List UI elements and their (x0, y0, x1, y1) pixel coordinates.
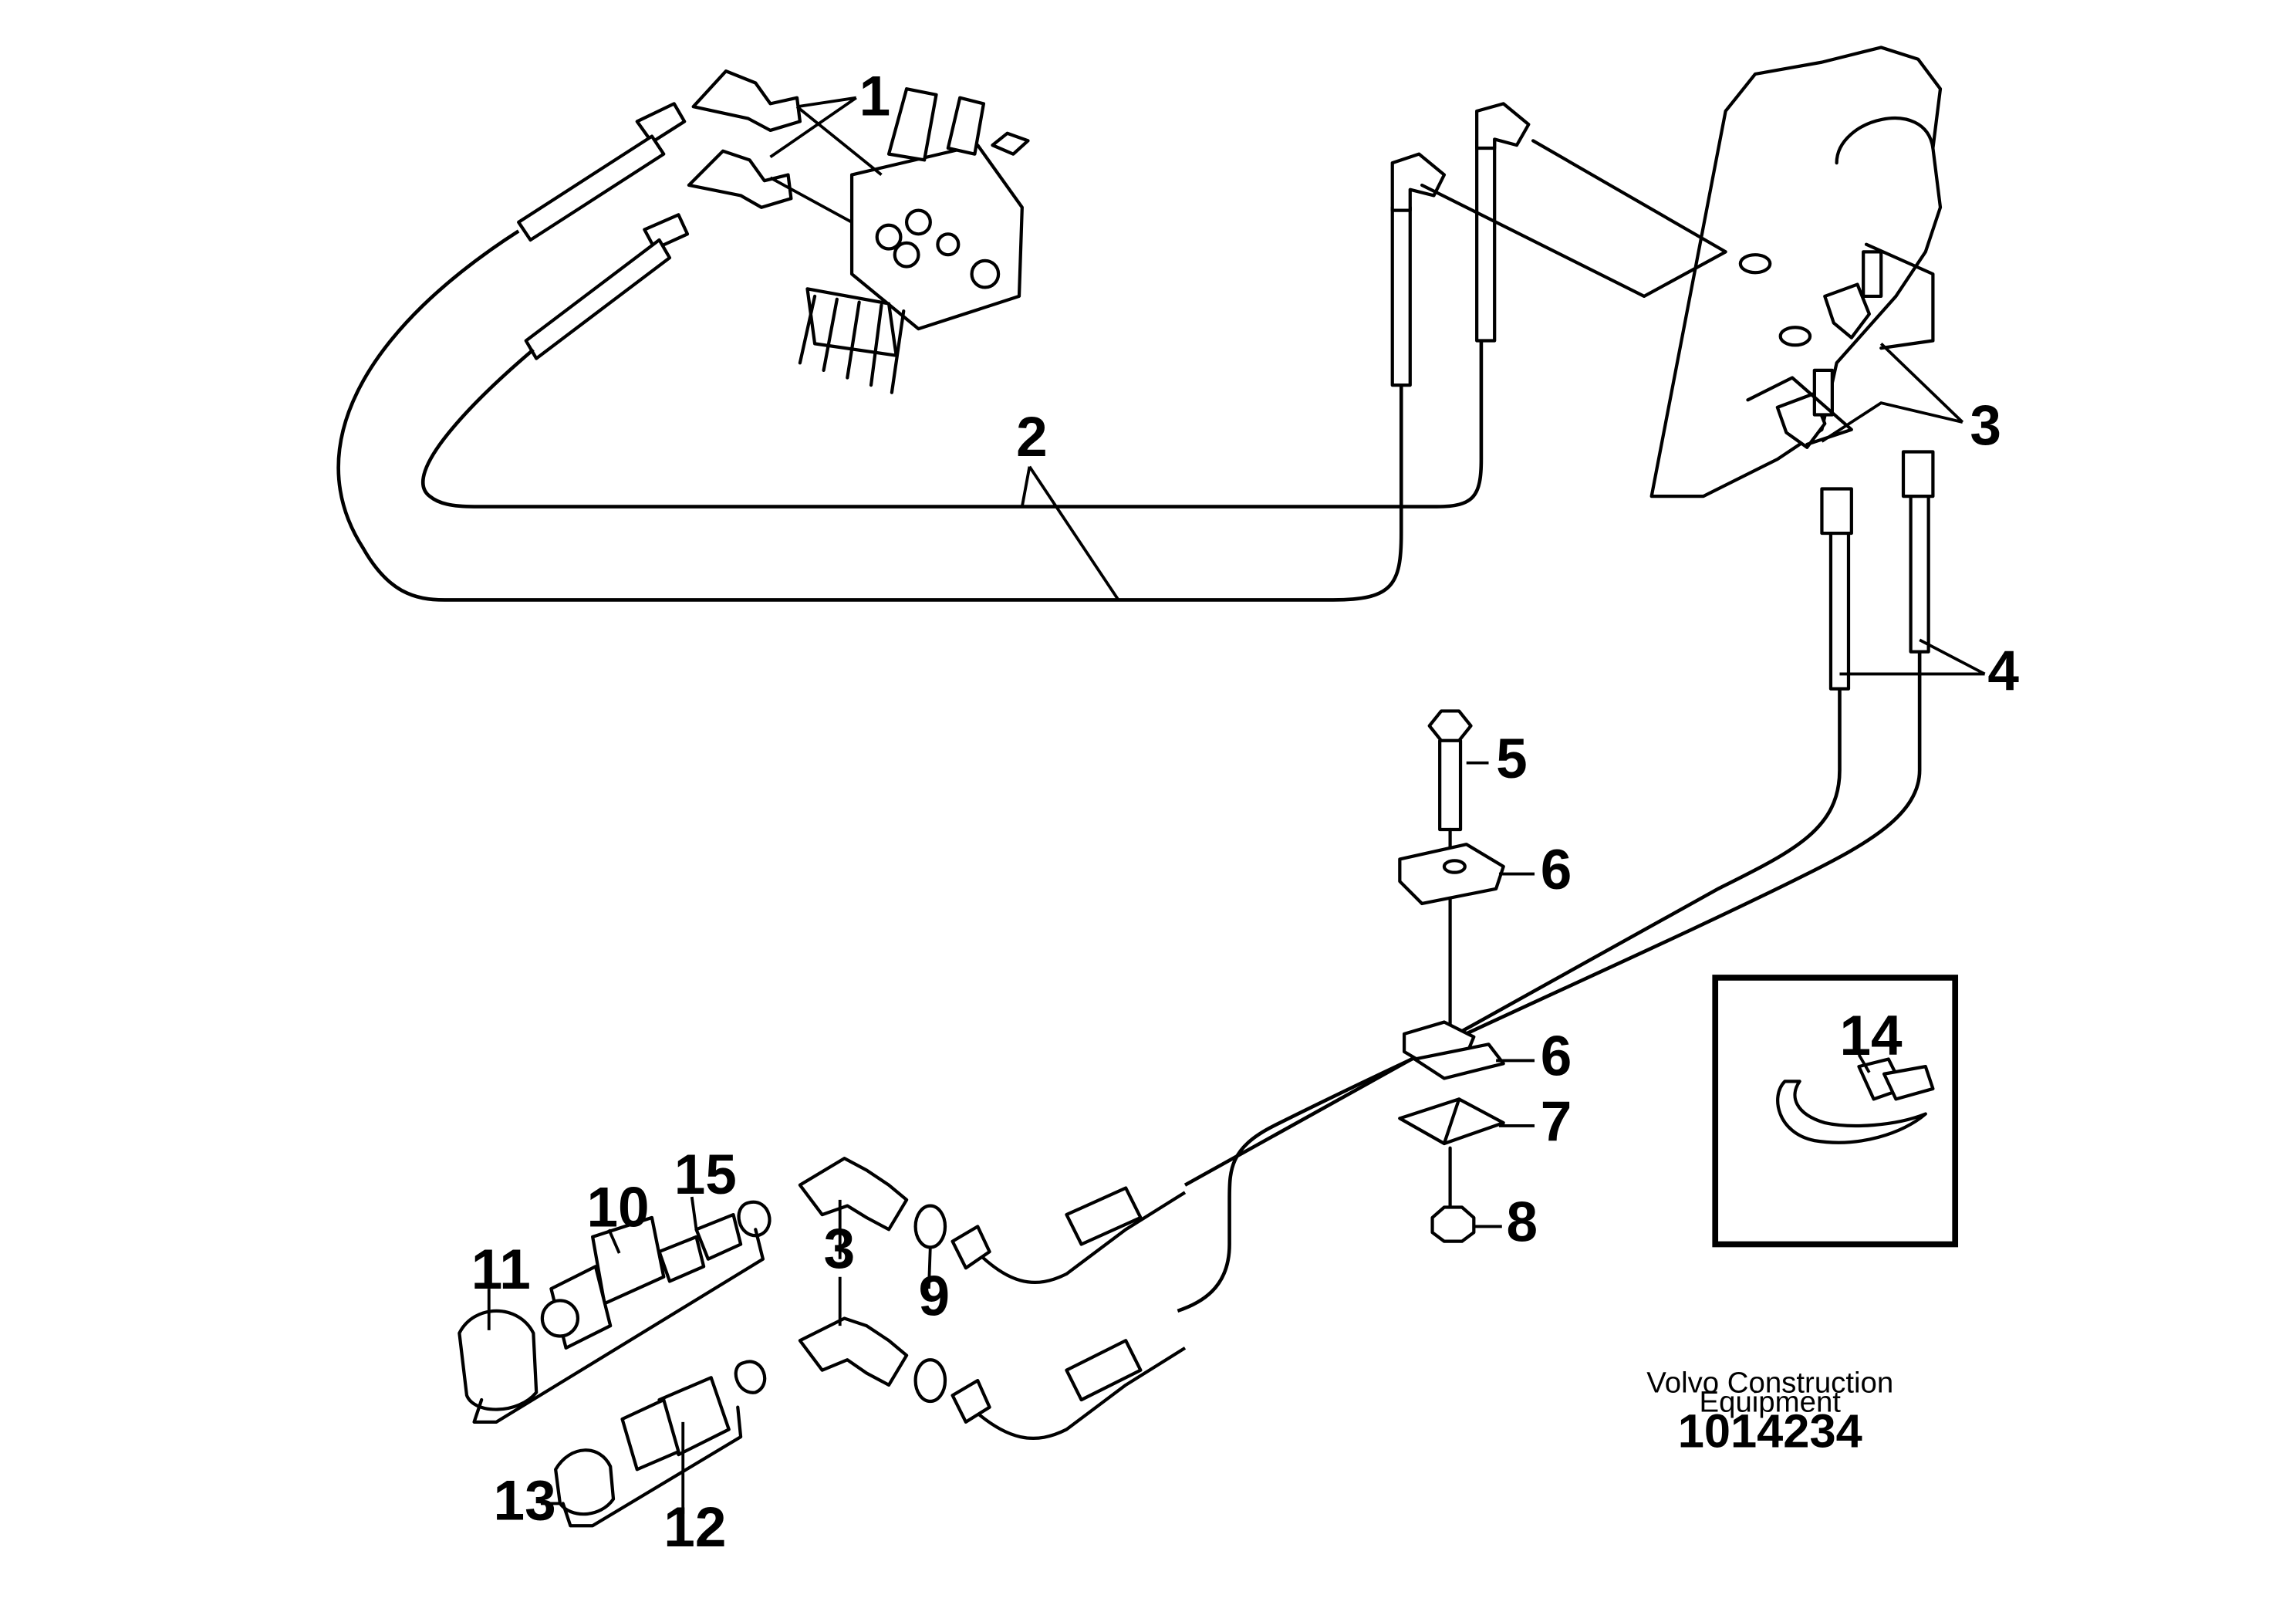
callout-3-upper: 3 (1970, 394, 2001, 457)
clamp-stack (1398, 709, 1505, 1243)
inset-detail-box (1712, 975, 1959, 1248)
credit-line-2: Equipment (1700, 1385, 1842, 1418)
callout-10: 10 (586, 1176, 649, 1238)
callout-5: 5 (1496, 728, 1528, 790)
callout-11: 11 (471, 1238, 531, 1301)
callout-6-upper: 6 (1541, 839, 1572, 901)
callout-6-lower: 6 (1541, 1026, 1572, 1088)
callout-2: 2 (1016, 406, 1048, 468)
part-number: 1014234 (1678, 1404, 1862, 1458)
credit-line-1: Volvo Construction (1646, 1366, 1893, 1399)
elbow-fittings-upper (687, 69, 802, 209)
callout-12: 12 (663, 1496, 726, 1559)
diagram-credit: Volvo Construction Equipment 1014234 (1646, 1366, 1893, 1458)
hose-ends-center (1390, 102, 1531, 387)
callout-14: 14 (1839, 1005, 1903, 1067)
callout-13: 13 (494, 1470, 556, 1532)
hose-right-pair (1177, 450, 1935, 1313)
callout-9: 9 (918, 1265, 950, 1328)
callout-3-lower: 3 (824, 1218, 856, 1280)
hose-left-lower (421, 213, 1484, 509)
callout-7: 7 (1541, 1090, 1572, 1153)
callout-1: 1 (859, 66, 891, 128)
callout-4: 4 (1987, 640, 2019, 703)
lower-fittings-upper (458, 1157, 1187, 1424)
callout-numbers: 1 2 3 3 4 5 6 6 7 8 9 10 11 12 13 14 15 (471, 66, 2020, 1559)
leader-lines (487, 96, 1986, 1514)
callout-8: 8 (1507, 1191, 1538, 1254)
hose-left-upper (336, 102, 1403, 602)
mounting-frame (1420, 46, 1943, 498)
callout-15: 15 (674, 1144, 737, 1206)
lower-fittings-lower (554, 1316, 1187, 1528)
control-valve (798, 87, 1030, 394)
